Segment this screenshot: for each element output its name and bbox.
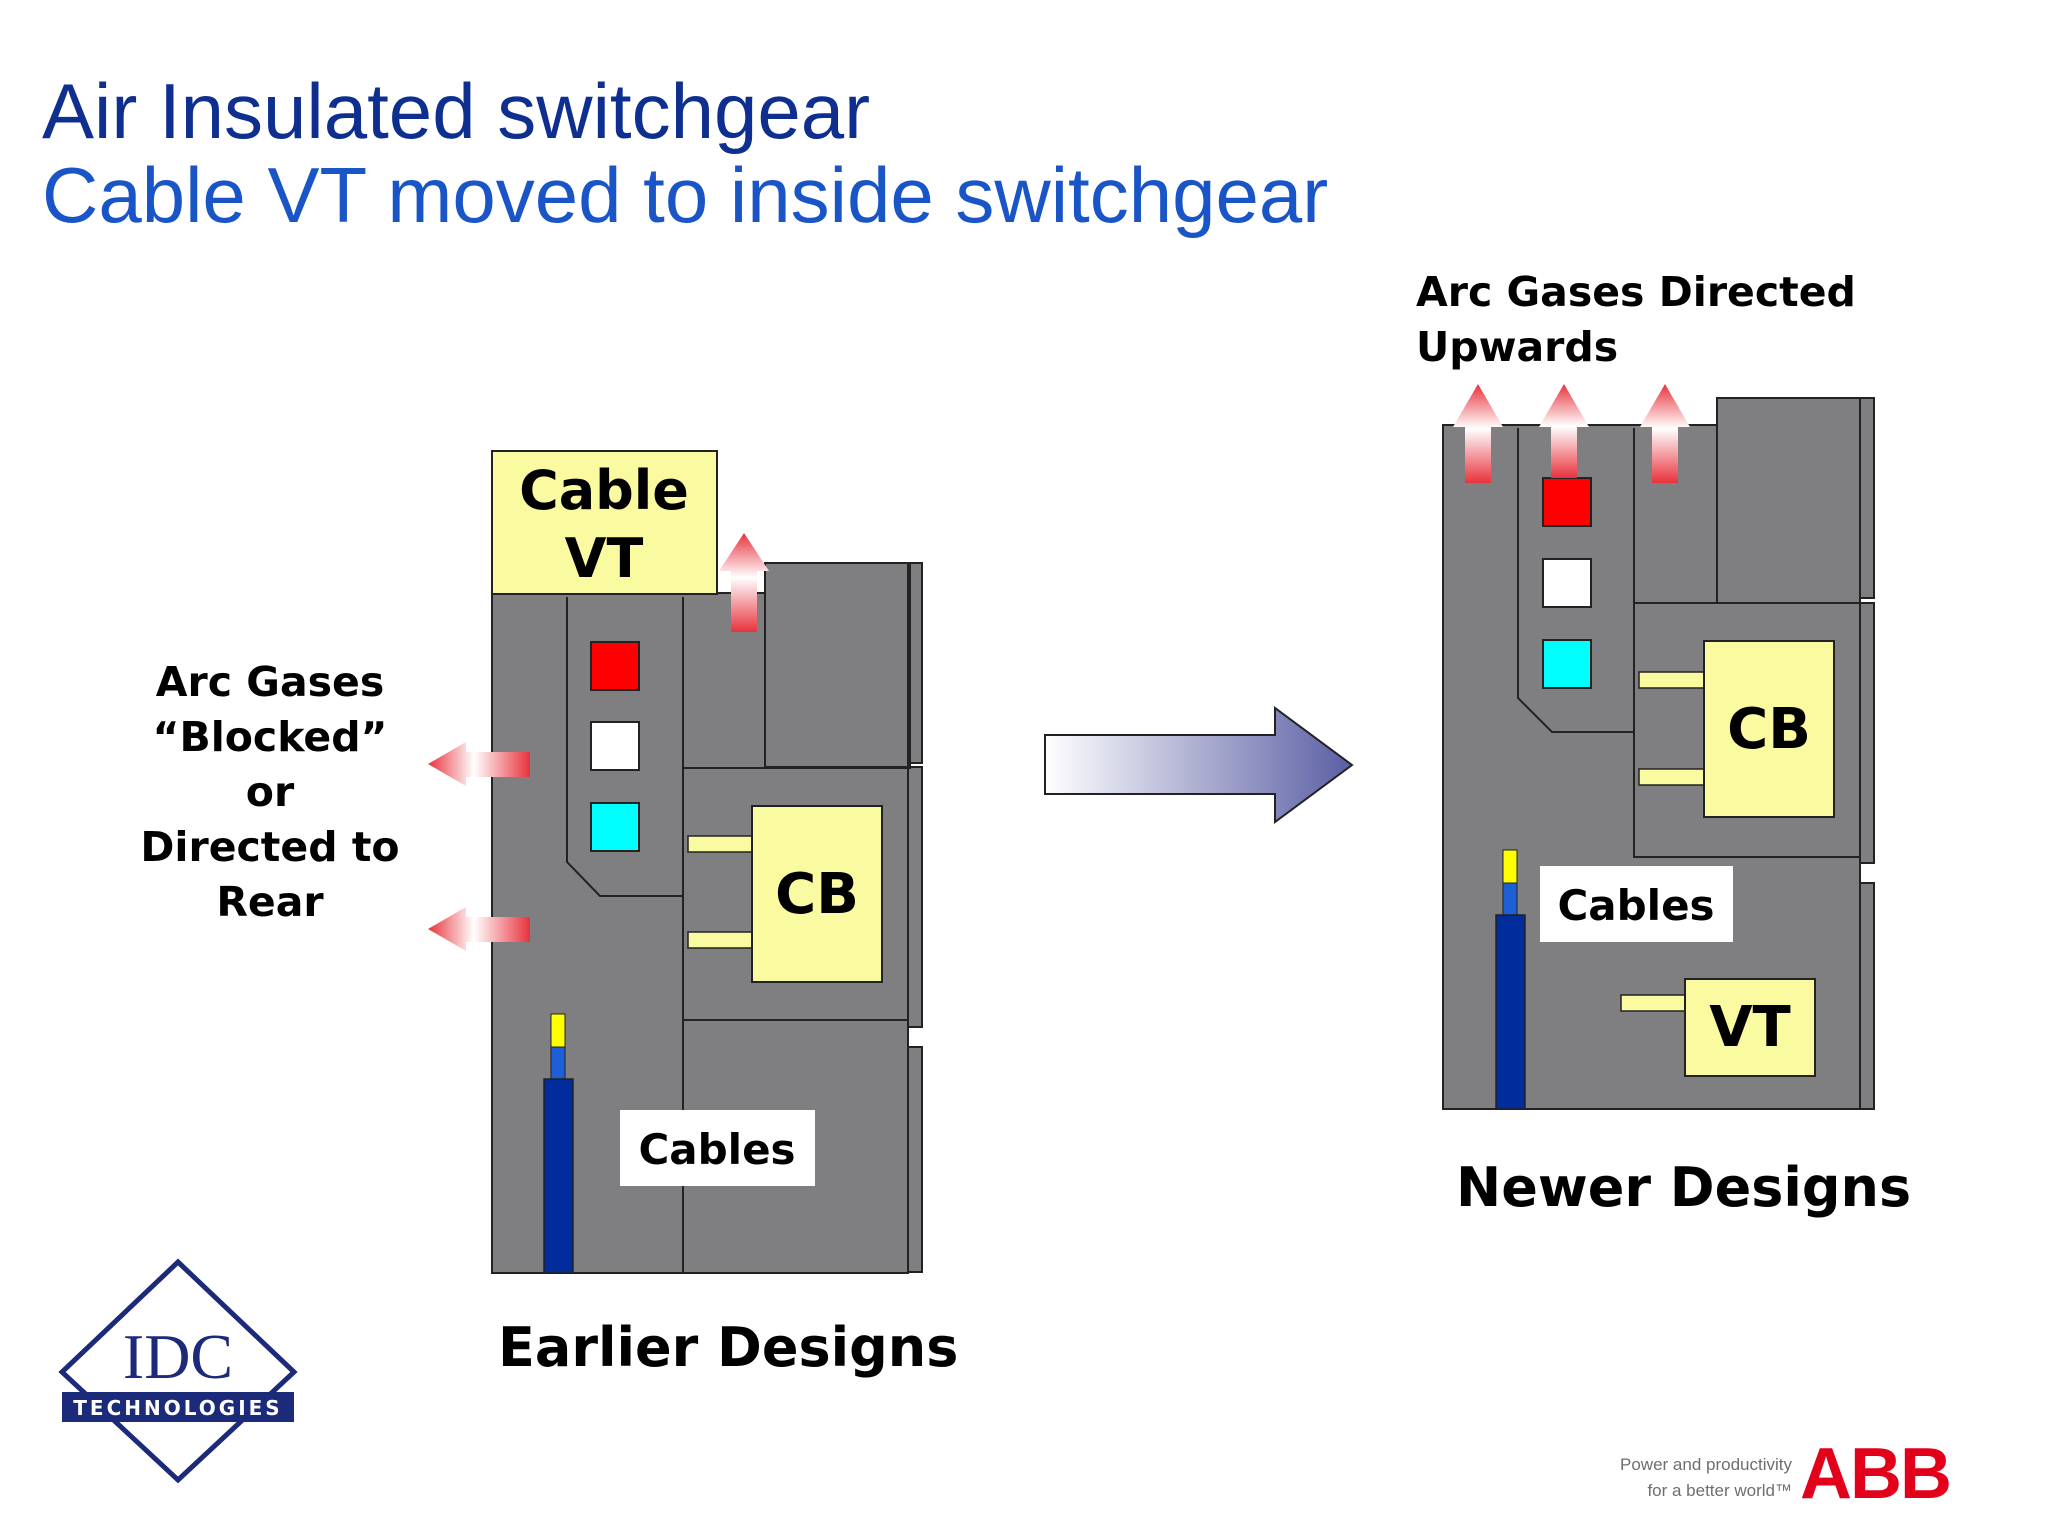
earlier-side-strip-mid bbox=[907, 766, 923, 1028]
slide-title: Air Insulated switchgear bbox=[42, 67, 871, 155]
idc-technologies-logo: IDC TECHNOLOGIES bbox=[58, 1258, 298, 1484]
earlier-busbar-cyan bbox=[590, 802, 640, 852]
abb-logo: ABB bbox=[1800, 1434, 1952, 1514]
newer-busbar-cyan bbox=[1542, 639, 1592, 689]
abb-tagline-line: for a better world™ bbox=[1647, 1481, 1792, 1500]
newer-cb-label: CB bbox=[1727, 697, 1811, 762]
newer-vt-contact bbox=[1620, 994, 1687, 1012]
arc-note-line: Arc Gases Directed bbox=[1416, 268, 1856, 316]
newer-busbar-red bbox=[1542, 477, 1592, 527]
newer-switchgear: CB Cables VT bbox=[1442, 384, 1875, 1110]
earlier-designs-caption: Earlier Designs bbox=[498, 1316, 959, 1379]
arc-note-line: Rear bbox=[216, 878, 324, 926]
abb-logo-block: Power and productivity for a better worl… bbox=[1560, 1436, 1960, 1512]
earlier-arc-arrow-left-bottom bbox=[428, 907, 530, 951]
slide-subtitle: Cable VT moved to inside switchgear bbox=[42, 151, 1329, 239]
earlier-cable-main bbox=[543, 1078, 574, 1274]
abb-tagline-line: Power and productivity bbox=[1620, 1455, 1792, 1474]
earlier-arc-arrow-up bbox=[719, 533, 769, 632]
earlier-side-strip-bottom bbox=[907, 1046, 923, 1273]
idc-logo-main: IDC bbox=[123, 1321, 233, 1392]
earlier-arc-arrow-left-top bbox=[428, 742, 530, 786]
idc-logo-sub: TECHNOLOGIES bbox=[73, 1396, 282, 1420]
earlier-cb-contact-top bbox=[687, 835, 754, 853]
arc-gases-blocked-note: Arc Gases “Blocked” or Directed to Rear bbox=[130, 655, 410, 930]
newer-upper-compartment bbox=[1716, 397, 1861, 604]
newer-cb-box bbox=[1703, 640, 1835, 818]
arc-note-line: “Blocked” bbox=[152, 713, 388, 761]
earlier-cable-vt-line2: VT bbox=[565, 527, 644, 590]
idc-logo-diamond bbox=[58, 1258, 298, 1484]
idc-logo-bar bbox=[62, 1392, 294, 1422]
newer-side-strip-mid bbox=[1859, 602, 1875, 864]
earlier-cable-vt-line1: Cable bbox=[519, 459, 689, 522]
earlier-cable-yellow bbox=[550, 1013, 566, 1048]
earlier-busbar-red bbox=[590, 641, 640, 691]
earlier-cable-lightblue bbox=[550, 1046, 566, 1080]
newer-arc-arrow-up-1 bbox=[1453, 384, 1503, 483]
abb-tagline: Power and productivity for a better worl… bbox=[1620, 1452, 1792, 1504]
newer-designs-caption: Newer Designs bbox=[1456, 1156, 1912, 1219]
newer-cb-contact-top bbox=[1638, 671, 1705, 689]
newer-arc-arrow-up-3 bbox=[1640, 384, 1690, 483]
earlier-busbar-white bbox=[590, 721, 640, 771]
newer-cable-main bbox=[1495, 914, 1526, 1110]
newer-cable-lightblue bbox=[1502, 882, 1518, 916]
newer-cables-label-box bbox=[1540, 866, 1733, 942]
earlier-cables-label: Cables bbox=[638, 1125, 795, 1174]
arc-note-line: Directed to bbox=[140, 823, 400, 871]
newer-vt-label: VT bbox=[1709, 995, 1791, 1060]
earlier-cb-contact-bottom bbox=[687, 931, 754, 949]
newer-busbar-white bbox=[1542, 558, 1592, 608]
earlier-switchgear: CB Cable VT Cables bbox=[428, 450, 923, 1274]
newer-side-strip-top bbox=[1859, 397, 1875, 599]
newer-cable-yellow bbox=[1502, 849, 1518, 884]
arc-note-line: Upwards bbox=[1416, 323, 1619, 371]
earlier-cable-vt-box bbox=[491, 450, 718, 595]
newer-cb-contact-bottom bbox=[1638, 768, 1705, 786]
transition-arrow bbox=[1044, 706, 1354, 824]
earlier-cables-label-box bbox=[620, 1110, 815, 1186]
newer-vt-box bbox=[1684, 978, 1816, 1077]
newer-side-strip-bottom bbox=[1859, 882, 1875, 1110]
earlier-cb-box bbox=[751, 805, 883, 983]
newer-cables-label: Cables bbox=[1557, 881, 1714, 930]
arc-gases-upwards-note: Arc Gases Directed Upwards bbox=[1416, 265, 1936, 375]
earlier-cb-label: CB bbox=[775, 862, 859, 927]
arc-note-line: or bbox=[245, 768, 295, 816]
earlier-upper-box-overlay bbox=[764, 562, 909, 768]
arc-note-line: Arc Gases bbox=[155, 658, 385, 706]
newer-arc-arrow-up-2 bbox=[1539, 384, 1589, 478]
